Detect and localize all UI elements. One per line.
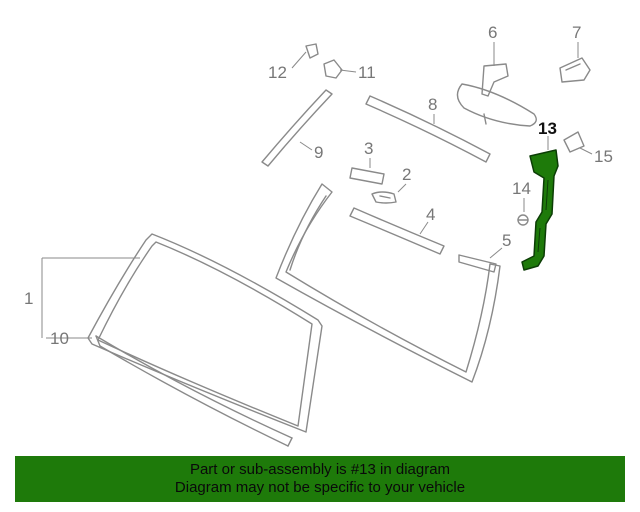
callout-2: 2 bbox=[402, 165, 411, 184]
callout-3: 3 bbox=[364, 139, 373, 158]
callout-1: 1 bbox=[24, 289, 33, 308]
clip-12 bbox=[305, 43, 319, 59]
banner-line-1: Part or sub-assembly is #13 in diagram bbox=[189, 461, 451, 478]
callout-10: 10 bbox=[50, 329, 69, 348]
callout-labels: 1 2 3 4 5 6 7 8 9 10 11 12 13 14 15 bbox=[24, 23, 613, 348]
windshield-glass bbox=[87, 233, 323, 433]
parts-diagram: 1 2 3 4 5 6 7 8 9 10 11 12 13 14 15 bbox=[24, 23, 613, 447]
info-banner: Part or sub-assembly is #13 in diagram D… bbox=[15, 456, 625, 502]
callout-11: 11 bbox=[358, 63, 376, 82]
clip-11 bbox=[323, 59, 343, 79]
lower-molding bbox=[95, 335, 293, 447]
roof-molding bbox=[365, 95, 491, 163]
bracket-15 bbox=[563, 131, 585, 153]
callout-15: 15 bbox=[594, 147, 613, 166]
banner-line-2: Diagram may not be specific to your vehi… bbox=[174, 479, 466, 496]
side-molding bbox=[261, 89, 333, 167]
callout-6: 6 bbox=[488, 23, 497, 42]
callout-9: 9 bbox=[314, 143, 323, 162]
leader-lines bbox=[41, 42, 593, 339]
label-part bbox=[349, 167, 385, 185]
fastener-14 bbox=[517, 214, 529, 226]
rearview-mirror bbox=[456, 63, 537, 127]
callout-12: 12 bbox=[268, 63, 287, 82]
callout-8: 8 bbox=[428, 95, 437, 114]
callout-5: 5 bbox=[502, 231, 511, 250]
callout-7: 7 bbox=[572, 23, 581, 42]
callout-14: 14 bbox=[512, 179, 531, 198]
part-13-body bbox=[521, 149, 559, 271]
callout-13: 13 bbox=[538, 119, 557, 138]
highlighted-part-13 bbox=[521, 149, 559, 271]
windshield-frame bbox=[275, 183, 501, 383]
upper-molding bbox=[349, 207, 445, 255]
cover-part bbox=[559, 57, 591, 83]
callout-4: 4 bbox=[426, 205, 435, 224]
clip-part bbox=[371, 191, 397, 204]
